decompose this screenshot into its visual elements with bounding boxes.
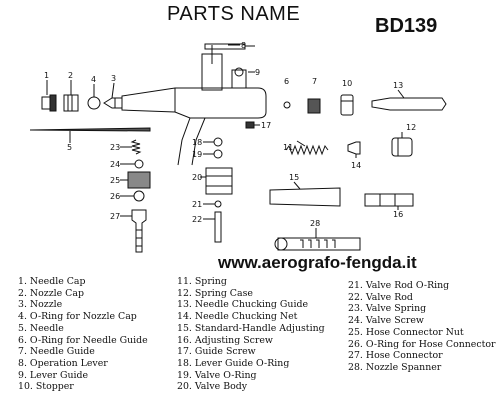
exploded-parts-diagram: 1 2 4 3 5 8 9 6 7 10 13 12 17 18 19 20 2…: [29, 41, 447, 253]
list-item: 4. O-Ring for Nozzle Cap: [18, 311, 137, 323]
list-item: 1. Needle Cap: [18, 276, 86, 287]
page-title: PARTS NAME: [167, 3, 301, 25]
list-item: 12. Spring Case: [177, 287, 253, 299]
callout: 6: [284, 77, 289, 86]
list-item: 27. Hose Connector: [348, 350, 443, 362]
parts-list-column-3: 21. Valve Rod O-Ring 22. Valve Rod 23. V…: [348, 280, 495, 374]
parts-list-column-2: 11. Spring 12. Spring Case 13. Needle Ch…: [177, 276, 325, 393]
callout: 18: [192, 138, 202, 147]
list-item: 28. Nozzle Spanner: [348, 361, 442, 373]
list-item: 14. Needle Chucking Net: [177, 311, 298, 323]
nozzle-oring-drawing: [87, 96, 101, 110]
callout: 16: [393, 210, 403, 219]
list-item: 26. O-Ring for Hose Connector: [348, 338, 496, 350]
callout: 1: [44, 71, 49, 80]
callout: 27: [110, 212, 120, 221]
nozzle-cap-drawing: [63, 94, 79, 112]
callout: 15: [289, 173, 299, 182]
callout: 8: [241, 41, 246, 50]
callout: 19: [192, 150, 202, 159]
callout: 12: [406, 123, 416, 132]
list-item: 23. Valve Spring: [348, 303, 427, 315]
list-item: 13. Needle Chucking Guide: [177, 299, 308, 311]
list-item: 20. Valve Body: [177, 381, 248, 393]
callout: 25: [110, 176, 120, 185]
callout: 3: [111, 74, 116, 83]
list-item: 10. Stopper: [18, 381, 74, 393]
callout: 14: [351, 161, 361, 170]
list-item: 25. Hose Connector Nut: [348, 326, 464, 338]
callout: 9: [255, 68, 260, 77]
callout: 13: [393, 81, 403, 90]
list-item: 9. Lever Guide: [18, 369, 89, 381]
list-item: 3. Nozzle: [18, 299, 63, 311]
callout: 10: [342, 79, 352, 88]
needle-drawing: [29, 127, 151, 132]
callout: 21: [192, 200, 202, 209]
list-item: 5. Needle: [18, 322, 64, 334]
list-item: 21. Valve Rod O-Ring: [348, 280, 450, 291]
callout: 24: [110, 160, 120, 169]
parts-list-column-1: 1. Needle Cap 2. Nozzle Cap 3. Nozzle 4.…: [18, 276, 148, 393]
list-item: 11. Spring: [177, 276, 227, 287]
list-item: 24. Valve Screw: [348, 315, 424, 327]
callout: 28: [310, 219, 320, 228]
callout: 4: [91, 75, 96, 84]
callout: 5: [67, 143, 72, 152]
nozzle-drawing: [103, 97, 123, 109]
list-item: 7. Needle Guide: [18, 346, 95, 358]
needle-cap-drawing: [41, 94, 57, 112]
callout: 20: [192, 173, 202, 182]
callout: 22: [192, 215, 202, 224]
airbrush-body-drawing: [121, 43, 267, 166]
list-item: 19. Valve O-Ring: [177, 369, 257, 381]
callout: 23: [110, 143, 120, 152]
website-url[interactable]: www.aerografo-fengda.it: [218, 253, 417, 272]
callout: 11: [283, 143, 293, 152]
list-item: 18. Lever Guide O-Ring: [177, 357, 290, 369]
list-item: 22. Valve Rod: [348, 291, 413, 303]
list-item: 2. Nozzle Cap: [18, 287, 84, 299]
callout: 2: [68, 71, 73, 80]
callout: 26: [110, 192, 120, 201]
list-item: 8. Operation Lever: [18, 357, 108, 369]
list-item: 15. Standard-Handle Adjusting: [177, 322, 325, 334]
list-item: 17. Guide Screw: [177, 346, 256, 358]
list-item: 16. Adjusting Screw: [177, 334, 273, 346]
list-item: 6. O-Ring for Needle Guide: [18, 334, 148, 346]
model-number: BD139: [375, 15, 438, 37]
callout: 7: [312, 77, 317, 86]
callout: 17: [261, 121, 271, 130]
callout-numbers: 1 2 4 3 5 8 9 6 7 10 13 12 17 18 19 20 2…: [44, 41, 416, 228]
